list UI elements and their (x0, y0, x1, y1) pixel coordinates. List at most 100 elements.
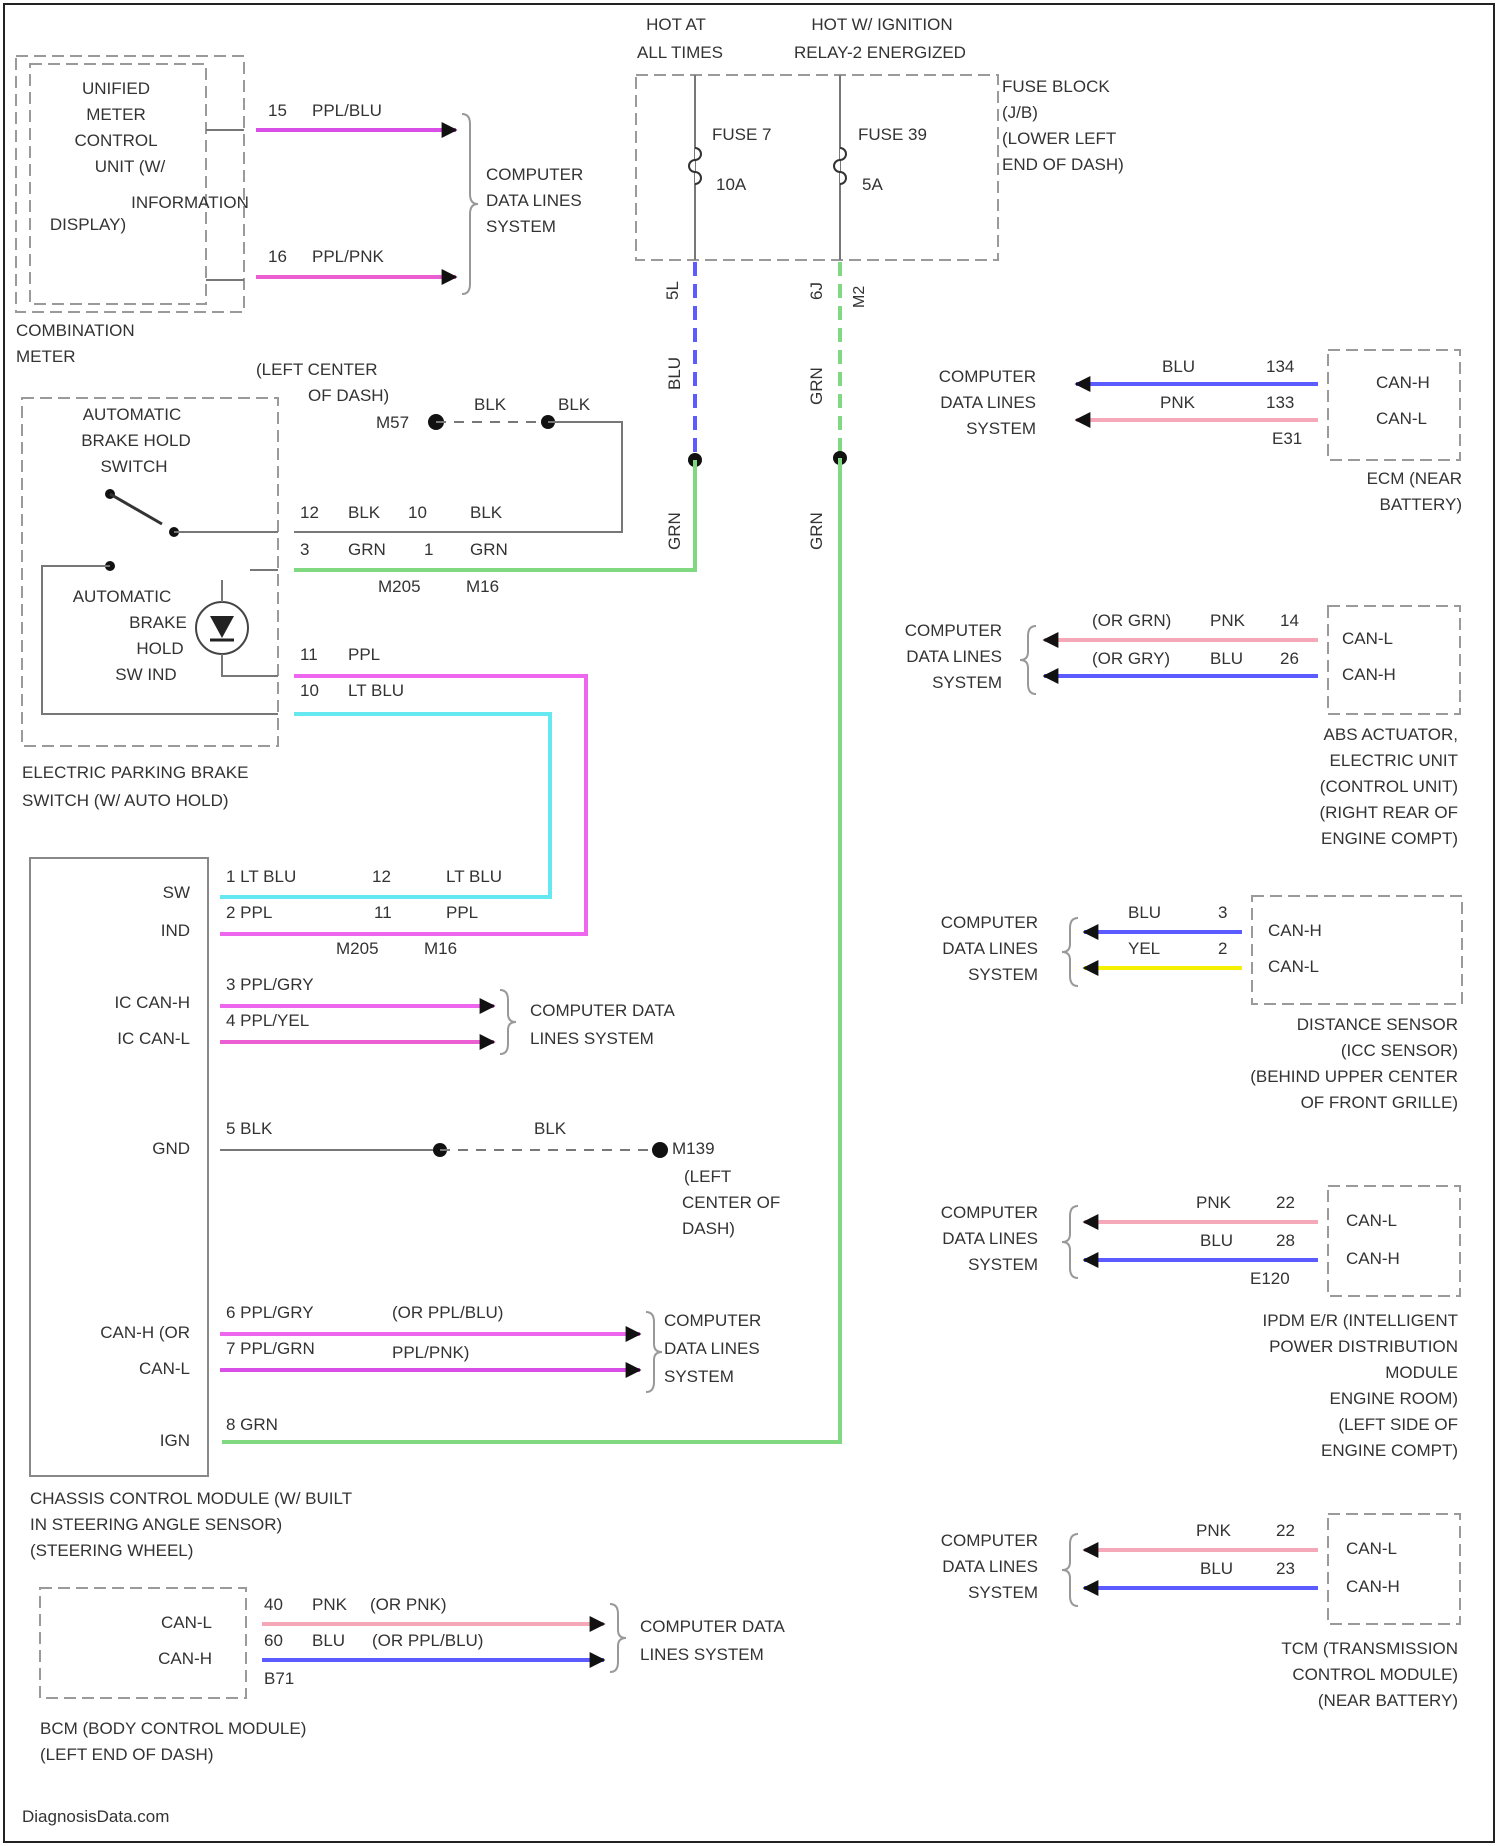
ccm-label-3: (STEERING WHEEL) (30, 1541, 193, 1560)
dist-pin-can-l: CAN-L (1268, 957, 1319, 976)
fuse-label-4: END OF DASH) (1002, 155, 1124, 174)
sw-p10b: 10 (300, 681, 319, 700)
tcm-box (1328, 1514, 1460, 1624)
tcm-label-3: (NEAR BATTERY) (1318, 1691, 1458, 1710)
sw-p10bc: LT BLU (348, 681, 404, 700)
meter-box-6: DISPLAY) (50, 215, 126, 234)
abs-r1-alt: (OR GRN) (1092, 611, 1171, 630)
abs-dest-2: DATA LINES (906, 647, 1002, 666)
can-brace (646, 1312, 662, 1392)
abs-dest-1: COMPUTER (905, 621, 1002, 640)
label-grn-a: GRN (665, 512, 684, 550)
sw-p1c: GRN (470, 540, 508, 559)
meter-w1-color: PPL/BLU (312, 101, 382, 120)
tcm: COMPUTER DATA LINES SYSTEM PNK 22 BLU 23… (941, 1514, 1460, 1710)
bcm-conn: B71 (264, 1669, 294, 1688)
fuse7-amp: 10A (716, 175, 747, 194)
dist-dest-2: DATA LINES (942, 939, 1038, 958)
gnd-top-label-2: OF DASH) (308, 386, 389, 405)
ccm-conn2: M16 (424, 939, 457, 958)
ccm-r7-alt: PPL/PNK) (392, 1343, 469, 1362)
tcm-dest-3: SYSTEM (968, 1583, 1038, 1602)
bcm-box (40, 1588, 246, 1698)
bcm-label-1: BCM (BODY CONTROL MODULE) (40, 1719, 306, 1738)
dist-r2-pin: 2 (1218, 939, 1227, 958)
ind-2: BRAKE (129, 613, 187, 632)
ecm-r1-pin: 134 (1266, 357, 1294, 376)
gnd-top-id: M57 (376, 413, 409, 432)
ccm-r1: 1 LT BLU (226, 867, 296, 886)
bcm-pin-can-l: CAN-L (161, 1613, 212, 1632)
ecm-label-2: BATTERY) (1380, 495, 1463, 514)
fuse-pin-right: 6J (807, 282, 826, 300)
wire-blk-switch-ground (294, 422, 622, 532)
abs-brace (1020, 626, 1036, 694)
abs-r1-pin: 14 (1280, 611, 1299, 630)
sw-p10c: BLK (470, 503, 503, 522)
ecm-conn: E31 (1272, 429, 1302, 448)
fuse39-symbol (834, 148, 846, 184)
bcm-pin-can-h: CAN-H (158, 1649, 212, 1668)
fuse-label-3: (LOWER LEFT (1002, 129, 1116, 148)
ccm-pin-ign: IGN (160, 1431, 190, 1450)
meter-dest-1: COMPUTER (486, 165, 583, 184)
ipdm-dest-3: SYSTEM (968, 1255, 1038, 1274)
ipdm-dest-2: DATA LINES (942, 1229, 1038, 1248)
abs-pin-can-l: CAN-L (1342, 629, 1393, 648)
meter-dest-2: DATA LINES (486, 191, 582, 210)
ipdm: COMPUTER DATA LINES SYSTEM PNK 22 BLU 28… (941, 1186, 1460, 1460)
gnd-top-c1: BLK (474, 395, 507, 414)
distance-sensor: COMPUTER DATA LINES SYSTEM BLU 3 YEL 2 C… (941, 896, 1462, 1112)
fuse7-symbol (689, 148, 701, 184)
meter-inner-box (30, 64, 206, 304)
hold-switch-1: AUTOMATIC (83, 405, 182, 424)
parking-brake-switch: AUTOMATIC BRAKE HOLD SWITCH AUTOMATIC BR… (22, 398, 586, 934)
abs-box (1328, 606, 1460, 714)
ecm-pin-can-l: CAN-L (1376, 409, 1427, 428)
dist-box (1252, 896, 1462, 1004)
ccm-pin-ic-can-h: IC CAN-H (114, 993, 190, 1012)
sw-p11c: PPL (348, 645, 380, 664)
ccm-dest67-3: SYSTEM (664, 1367, 734, 1386)
tcm-label-1: TCM (TRANSMISSION (1281, 1639, 1458, 1658)
epb-label-2: SWITCH (W/ AUTO HOLD) (22, 791, 229, 810)
gnd-top-label-1: (LEFT CENTER (256, 360, 378, 379)
label-grn-c: GRN (807, 512, 826, 550)
label-blu-vertical: BLU (665, 357, 684, 390)
ipdm-r1-pin: 22 (1276, 1193, 1295, 1212)
sw-p3: 3 (300, 540, 309, 559)
ipdm-box (1328, 1186, 1460, 1296)
fuse-suffix: M2 (851, 286, 868, 308)
ccm-gnd-label-1: (LEFT (684, 1167, 731, 1186)
sw-p12: 12 (300, 503, 319, 522)
dist-dest-1: COMPUTER (941, 913, 1038, 932)
tcm-dest-1: COMPUTER (941, 1531, 1038, 1550)
ecm-r1-color: BLU (1162, 357, 1195, 376)
dist-brace (1062, 918, 1078, 986)
abs-label-5: ENGINE COMPT) (1321, 829, 1458, 848)
hold-switch-2: BRAKE HOLD (81, 431, 191, 450)
ipdm-label-6: ENGINE COMPT) (1321, 1441, 1458, 1460)
abs-r2-alt: (OR GRY) (1092, 649, 1170, 668)
fuse39-name: FUSE 39 (858, 125, 927, 144)
ccm-label-2: IN STEERING ANGLE SENSOR) (30, 1515, 282, 1534)
tcm-pin-can-l: CAN-L (1346, 1539, 1397, 1558)
ccm-r4: 4 PPL/YEL (226, 1011, 309, 1030)
wire-grn-ign (222, 458, 840, 1442)
ind-3: HOLD (136, 639, 183, 658)
sw-p3c: GRN (348, 540, 386, 559)
fuse-label-2: (J/B) (1002, 103, 1038, 122)
abs-r2-pin: 26 (1280, 649, 1299, 668)
ccm-dest34-1: COMPUTER DATA (530, 1001, 675, 1020)
ccm-gnd-label-2: CENTER OF (682, 1193, 780, 1212)
ipdm-label-2: POWER DISTRIBUTION (1269, 1337, 1458, 1356)
ccm-pin-ic-can-l: IC CAN-L (117, 1029, 190, 1048)
ccm-r6: 6 PPL/GRY (226, 1303, 314, 1322)
gnd-m139-point (652, 1142, 668, 1158)
meter-brace (462, 114, 478, 294)
ipdm-brace (1062, 1206, 1078, 1278)
dist-label-2: (ICC SENSOR) (1341, 1041, 1458, 1060)
abs-label-3: (CONTROL UNIT) (1320, 777, 1458, 796)
abs-dest-3: SYSTEM (932, 673, 1002, 692)
ccm-dest67-2: DATA LINES (664, 1339, 760, 1358)
